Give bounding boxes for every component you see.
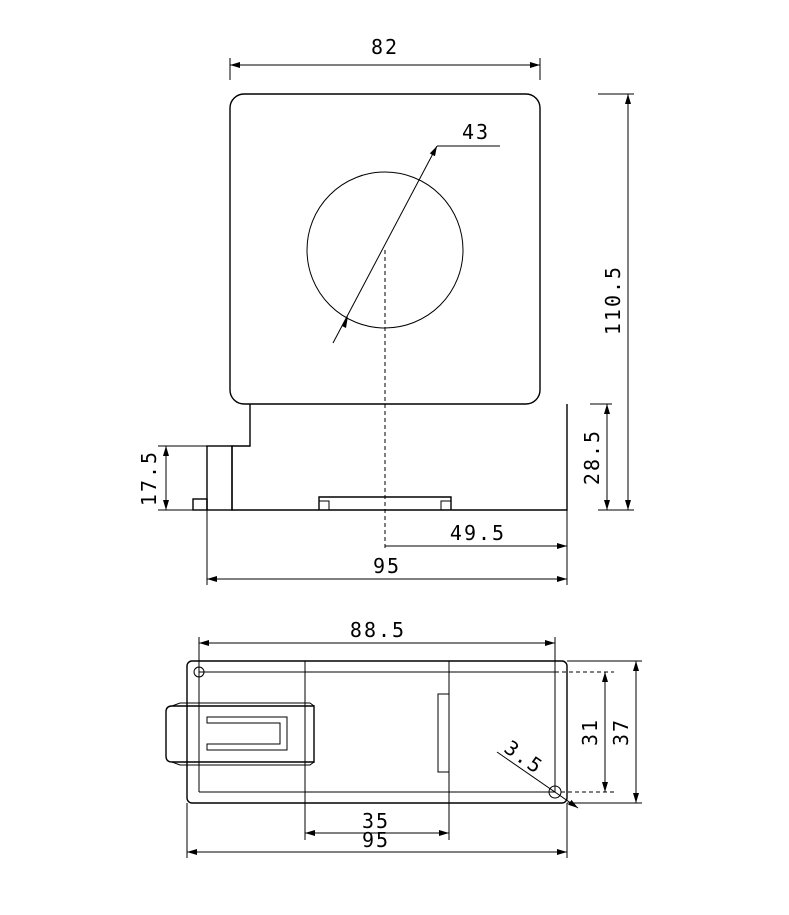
dim-center-offset: 49.5 <box>385 510 568 552</box>
bottom-view <box>165 660 568 804</box>
dim-label-3-5: 3.5 <box>500 735 548 779</box>
dim-depth: 37 <box>567 660 642 804</box>
dim-label-49-5: 49.5 <box>450 521 506 545</box>
dim-label-17-5: 17.5 <box>137 450 161 506</box>
rail-notch <box>437 693 449 773</box>
dim-label-95-front: 95 <box>373 554 401 578</box>
din-clip <box>206 445 233 511</box>
clip-slot <box>206 716 288 751</box>
dim-hole-row-spacing: 31 <box>555 671 614 793</box>
base-body <box>231 404 568 511</box>
clip-foot <box>192 498 208 511</box>
din-clip-bottom <box>165 705 315 763</box>
dim-label-95-bottom: 95 <box>362 828 390 852</box>
dim-base-height: 28.5 <box>580 403 612 510</box>
slot-tab-right <box>440 500 452 511</box>
diameter-leader <box>332 145 438 344</box>
dim-label-28-5: 28.5 <box>580 429 604 485</box>
dim-label-35: 35 <box>362 809 390 833</box>
dim-total-width-bottom: 95 <box>186 803 568 858</box>
bottom-outline <box>186 660 568 804</box>
slot-tab-left <box>318 500 330 511</box>
dim-label-31: 31 <box>578 718 602 746</box>
dim-label-82: 82 <box>371 35 399 59</box>
dim-mount-hole: 3.5 <box>496 735 579 809</box>
dim-core-width: 82 <box>229 35 541 80</box>
dim-hole-spacing: 88.5 <box>198 618 556 672</box>
dim-label-37: 37 <box>609 718 633 746</box>
dim-total-width-front: 95 <box>206 510 568 585</box>
dim-clip-height: 17.5 <box>137 445 207 511</box>
front-view <box>192 93 568 548</box>
dim-label-43: 43 <box>462 120 490 144</box>
dim-label-88-5: 88.5 <box>350 618 406 642</box>
dim-middle-section: 35 <box>304 803 450 840</box>
dim-total-height: 110.5 <box>598 93 634 511</box>
dim-label-110-5: 110.5 <box>601 265 625 335</box>
diameter-arrow <box>342 316 348 328</box>
